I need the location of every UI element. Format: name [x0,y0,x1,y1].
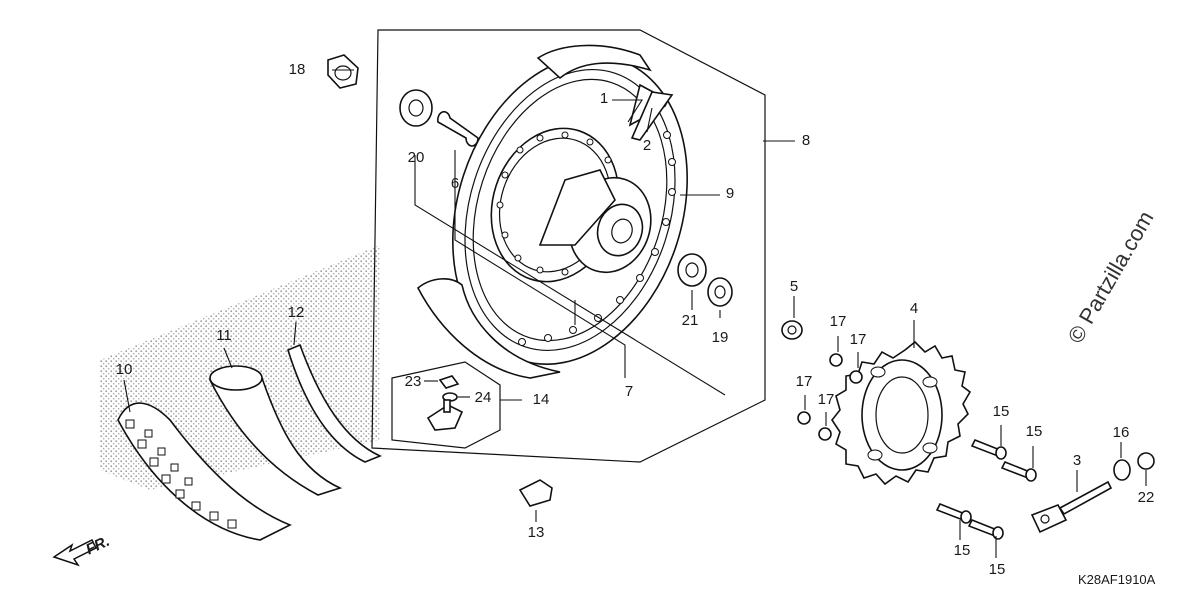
callout-16: 16 [1113,424,1130,441]
bearing-left [399,89,433,127]
chain-adjuster [1030,480,1113,534]
sprocket-nut [818,427,832,441]
callout-15c: 15 [954,542,971,559]
callout-18: 18 [289,61,306,78]
valve-body [426,399,464,431]
callout-5: 5 [790,278,798,295]
distance-collar [437,110,479,147]
valve-nut [438,375,460,389]
sprocket-nut [849,370,863,384]
spoke-inner [630,91,674,141]
collar [781,320,803,340]
callout-23: 23 [405,373,422,390]
callout-19: 19 [712,329,729,346]
adjuster-nut [1137,452,1155,470]
sprocket-nut [829,353,843,367]
callout-17c: 17 [796,373,813,390]
callout-1: 1 [600,90,608,107]
callout-4: 4 [910,300,918,317]
callout-17a: 17 [830,313,847,330]
front-direction-label: FR. [83,533,112,559]
rim-band-top [536,44,652,80]
bearing-right [677,253,707,287]
adjuster-washer [1113,459,1131,481]
sprocket-bolt [970,438,1007,460]
callout-9: 9 [726,185,734,202]
callout-21: 21 [682,312,699,329]
callout-15b: 15 [1026,423,1043,440]
callout-7: 7 [625,383,633,400]
callout-2: 2 [643,137,651,154]
leader-lines [123,69,1147,558]
rim-band-strip [287,343,383,463]
oil-seal [707,277,733,307]
callout-11: 11 [216,327,232,344]
sprocket-bolt [935,502,972,524]
assembly-boundary [371,29,766,463]
diagram-code: K28AF1910A [1078,572,1156,587]
cap-nut [327,54,359,89]
callout-24: 24 [475,389,492,406]
tire [117,402,292,541]
callout-14: 14 [533,391,550,408]
callout-20: 20 [408,149,425,166]
sprocket-bolt [1000,460,1037,482]
sprocket-bolt [967,518,1004,540]
front-direction-arrow [52,538,98,567]
rim-band-bottom [416,278,561,379]
callout-3: 3 [1073,452,1081,469]
valve-group-boundary [391,361,501,449]
rim-lock-nut [518,479,553,507]
sprocket-nut [797,411,811,425]
callout-8: 8 [802,132,810,149]
wheel-hub [490,127,652,283]
callout-6: 6 [451,175,459,192]
callout-17d: 17 [818,391,835,408]
callout-13: 13 [528,524,545,541]
callout-15d: 15 [989,561,1006,578]
callout-22: 22 [1138,489,1155,506]
watermark: © Partzilla.com [1063,207,1159,348]
callout-12: 12 [288,304,305,321]
inner-tube-end [209,365,263,391]
callout-15a: 15 [993,403,1010,420]
callout-10: 10 [116,361,133,378]
callout-17b: 17 [850,331,867,348]
sprocket [831,340,972,486]
